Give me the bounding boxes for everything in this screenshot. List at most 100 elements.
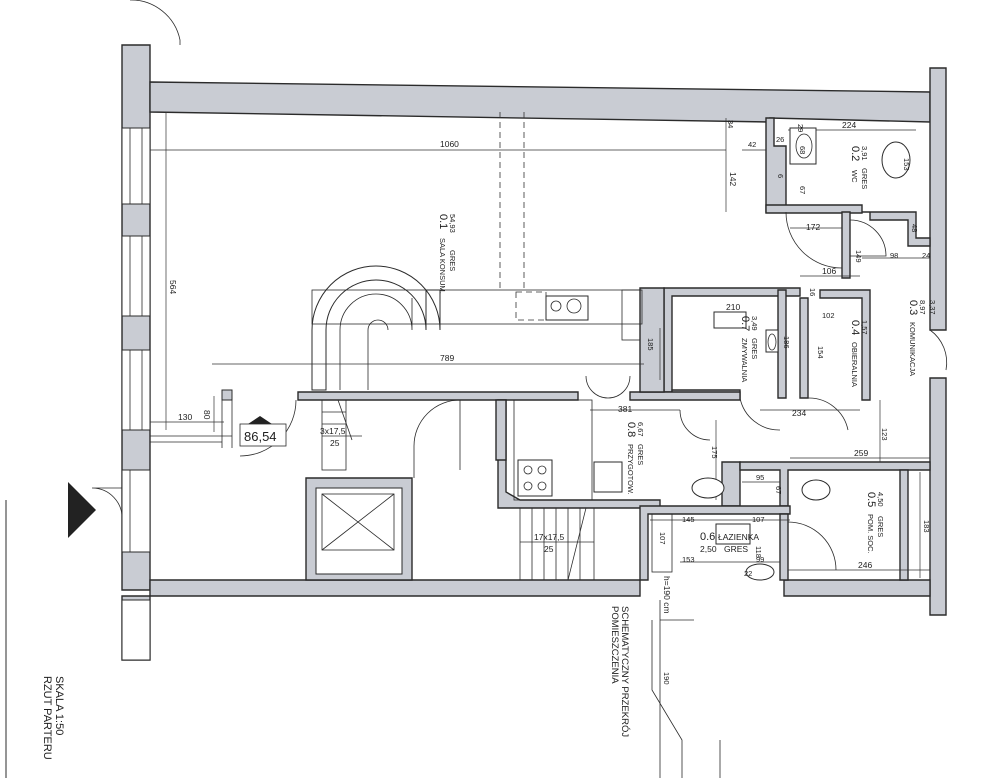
dim-80: 80: [202, 410, 212, 420]
svg-text:6,67: 6,67: [636, 422, 645, 437]
room-0-1-label: 0.1 SALA KONSUM. 54,93 GRES: [437, 214, 457, 294]
elevator-box: [321, 493, 395, 551]
svg-text:POMIESZCZENIA: POMIESZCZENIA: [609, 606, 620, 684]
dim-381: 381: [618, 404, 632, 414]
top-wall: [149, 81, 931, 123]
bottom-wall: [149, 579, 641, 597]
dim-183: 183: [922, 520, 931, 533]
dim-246: 246: [858, 560, 872, 570]
bar-counter: [311, 289, 643, 325]
svg-text:GRES: GRES: [750, 338, 759, 359]
dim-185: 185: [646, 338, 655, 351]
room-0-5-label: 0.5 POM. SOC. 4,50 GRES: [865, 492, 885, 554]
title-block: RZUT PARTERU SKALA 1:50: [41, 676, 65, 760]
kitchen-wall: [629, 391, 741, 401]
dim-98: 98: [890, 251, 898, 260]
dim-224: 224: [842, 120, 856, 130]
drawing-title: RZUT PARTERU: [41, 676, 53, 760]
dim-154: 154: [816, 346, 825, 359]
zmywalnia-wall: [777, 289, 787, 399]
dim-107a: 107: [752, 515, 765, 524]
svg-text:0.4: 0.4: [849, 320, 861, 335]
dim-789: 789: [440, 353, 454, 363]
dim-48: 48: [910, 224, 919, 232]
svg-text:SCHEMATYCZNY PRZEKRÓJ: SCHEMATYCZNY PRZEKRÓJ: [619, 606, 630, 737]
svg-text:GRES: GRES: [636, 444, 645, 465]
svg-text:0.6: 0.6: [700, 531, 715, 543]
drawing-scale: SKALA 1:50: [53, 676, 65, 735]
room-0-2-label: 0.2 WC 3,91 GRES: [849, 146, 869, 189]
stair-wall: [495, 399, 507, 461]
room-0-8-label: 0.8 PRZYGOTOW. 6,67 GRES: [625, 422, 645, 495]
curved-bar: [311, 265, 441, 391]
dim-186: 186: [782, 336, 791, 349]
svg-text:0.2: 0.2: [849, 146, 861, 161]
dim-106: 106: [822, 266, 836, 276]
dim-153b: 153: [682, 555, 695, 564]
section-sketch: [651, 600, 721, 778]
fixtures: [513, 127, 911, 581]
svg-text:4,50: 4,50: [876, 492, 885, 507]
dim-234: 234: [792, 408, 806, 418]
svg-text:GRES: GRES: [860, 168, 869, 189]
bar-sink: [515, 291, 547, 321]
svg-text:ŁAZIENKA: ŁAZIENKA: [718, 532, 759, 542]
svg-text:GRES: GRES: [724, 544, 748, 554]
dim-102: 102: [822, 311, 835, 320]
svg-text:1,57: 1,57: [860, 320, 869, 335]
wc-wall-left: [765, 117, 787, 213]
window-openings: [121, 127, 151, 661]
room-0-3-label: 0.3 KOMUNIKACJA 8,97 3,37: [907, 300, 937, 376]
dim-118: 118: [754, 546, 763, 558]
svg-text:3,37: 3,37: [928, 300, 937, 315]
svg-text:WC: WC: [850, 170, 859, 183]
stair-label-2: 17x17,5: [534, 532, 565, 542]
soc-inner-wall: [899, 469, 909, 581]
svg-text:ZMYWALNIA: ZMYWALNIA: [740, 338, 749, 382]
dim-68: 68: [798, 146, 807, 154]
wc-divider: [862, 211, 931, 247]
elevation-marker: [150, 389, 272, 448]
prep-right-wall: [721, 461, 741, 507]
stair-label-1b: 25: [330, 438, 340, 448]
dim-67b: 67: [774, 486, 783, 494]
shaft-void: [315, 487, 403, 575]
dim-29: 29: [796, 124, 805, 132]
dim-107b: 107: [658, 532, 667, 545]
dim-153: 153: [902, 158, 911, 171]
dim-67a: 67: [798, 186, 807, 194]
corridor-wall-right: [819, 289, 871, 401]
dim-149: 149: [854, 250, 863, 263]
svg-text:0.8: 0.8: [625, 422, 637, 437]
stair-label-2b: 25: [544, 544, 554, 554]
dim-99: 99: [756, 555, 764, 564]
elevation-value: 86,54: [244, 429, 277, 444]
section-caption: SCHEMATYCZNY PRZEKRÓJ POMIESZCZENIA: [609, 606, 630, 737]
svg-text:0.7: 0.7: [739, 316, 751, 331]
dim-22: 22: [744, 569, 752, 578]
svg-text:0.3: 0.3: [907, 300, 919, 315]
obieralnia-wall: [799, 297, 809, 399]
bath-wall-right: [779, 513, 789, 581]
right-top-wall: [929, 67, 947, 331]
dim-175: 175: [710, 446, 719, 459]
bottom-wall-right: [783, 579, 931, 597]
wc-wall-right: [841, 211, 851, 279]
dim-26: 26: [776, 135, 784, 144]
dim-259: 259: [854, 448, 868, 458]
hall-partition: [297, 391, 579, 401]
entrance-arrow-icon: [68, 482, 96, 538]
stair-upper: [321, 399, 353, 471]
svg-text:GRES: GRES: [876, 516, 885, 537]
svg-text:8,97: 8,97: [918, 300, 927, 315]
dim-1060: 1060: [440, 139, 459, 149]
dim-172: 172: [806, 222, 820, 232]
svg-text:3,91: 3,91: [860, 146, 869, 161]
dim-95: 95: [756, 473, 764, 482]
dim-145: 145: [682, 515, 695, 524]
dimension-lines: [150, 112, 930, 578]
svg-text:0.5: 0.5: [865, 492, 877, 507]
room-0-4-label: 0.4 OBIERALNIA 1,57: [849, 320, 869, 387]
stair-lower: [519, 507, 595, 581]
